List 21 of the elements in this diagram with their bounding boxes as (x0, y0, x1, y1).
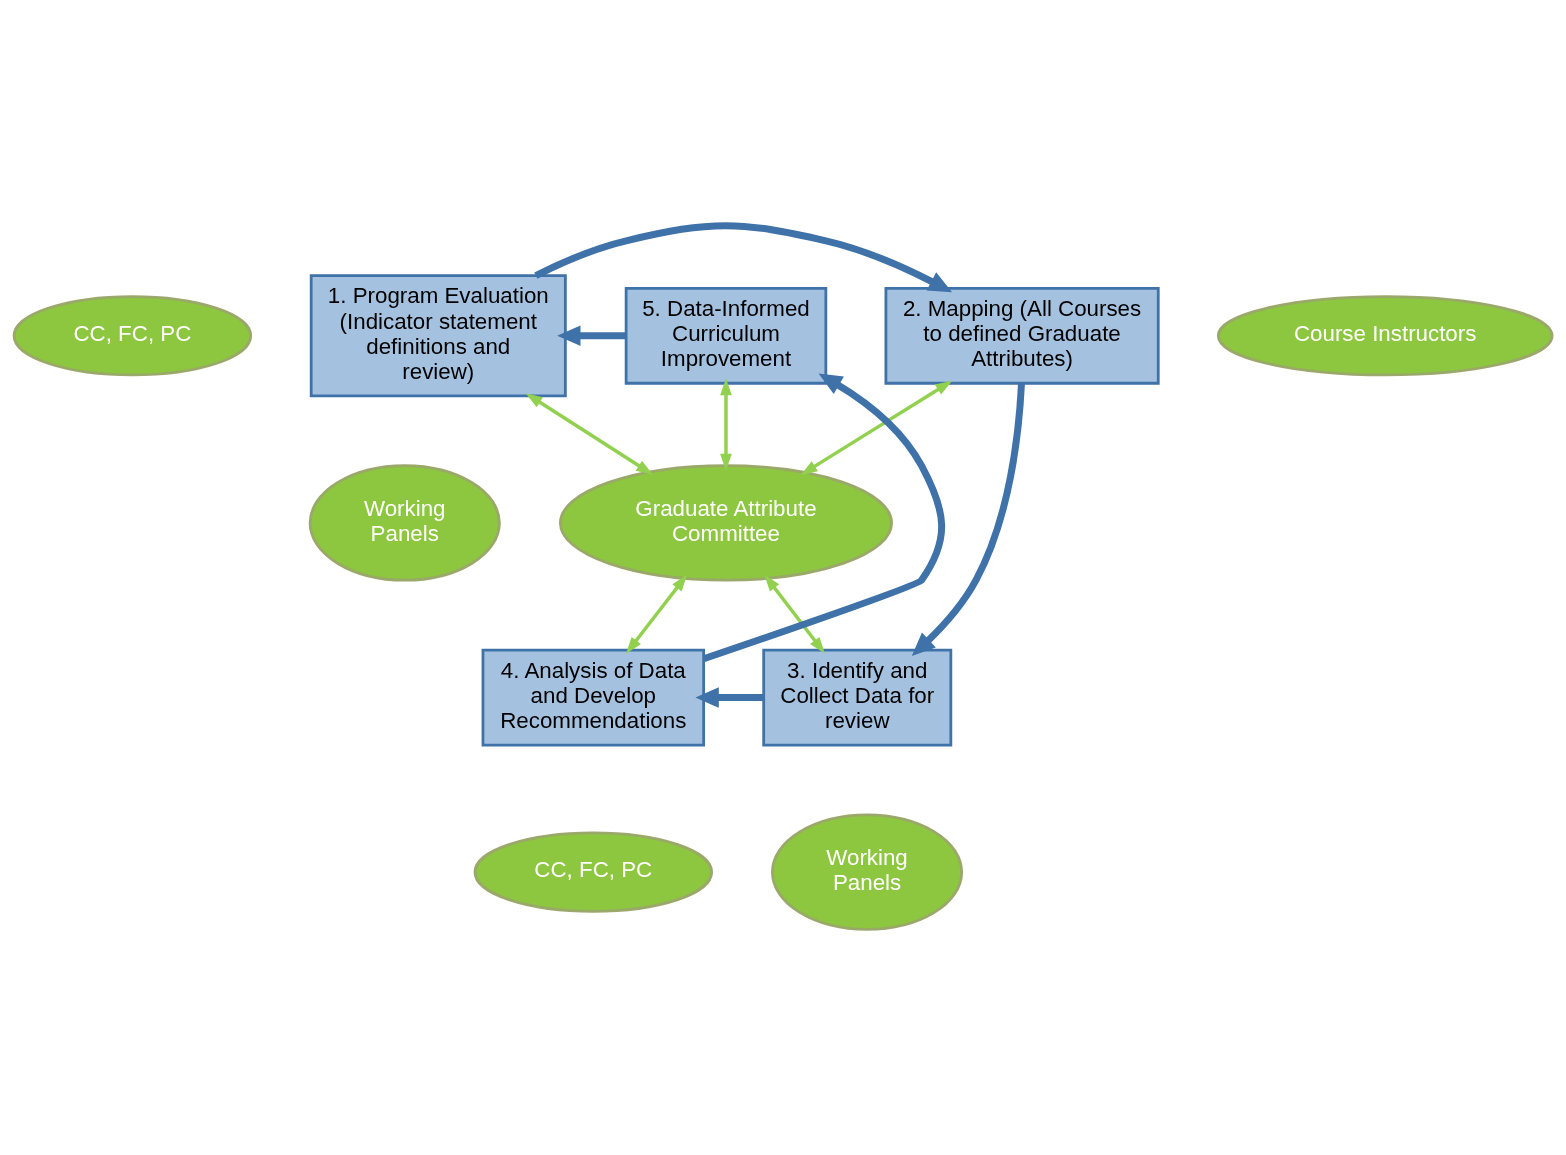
arrow (702, 373, 946, 663)
arrow (764, 574, 825, 654)
arrow (525, 393, 653, 475)
arrow (911, 383, 1025, 656)
arrow (720, 378, 732, 471)
node-box: 1. Program Evaluation (Indicator statement definitions and review) (309, 274, 567, 398)
node-box: 3. Identify and Collect Data for review (762, 648, 953, 747)
node-box: 2. Mapping (All Courses to defined Graduate Attributes) (884, 286, 1160, 385)
arrow (625, 574, 688, 654)
node-ellipse: CC, FC, PC (473, 831, 713, 913)
node-box: 5. Data-Informed Curriculum Improvement (624, 286, 828, 385)
node-ellipse: Working Panels (308, 464, 501, 582)
node-ellipse: Course Instructors (1216, 295, 1554, 377)
node-ellipse: CC, FC, PC (12, 295, 253, 377)
arrow (800, 380, 953, 476)
node-ellipse: Working Panels (771, 813, 964, 931)
arrow (695, 687, 764, 708)
node-box: 4. Analysis of Data and Develop Recommendations (481, 648, 706, 747)
arrow (557, 325, 626, 346)
arrow (534, 222, 953, 293)
node-ellipse: Graduate Attribute Committee (558, 464, 893, 582)
